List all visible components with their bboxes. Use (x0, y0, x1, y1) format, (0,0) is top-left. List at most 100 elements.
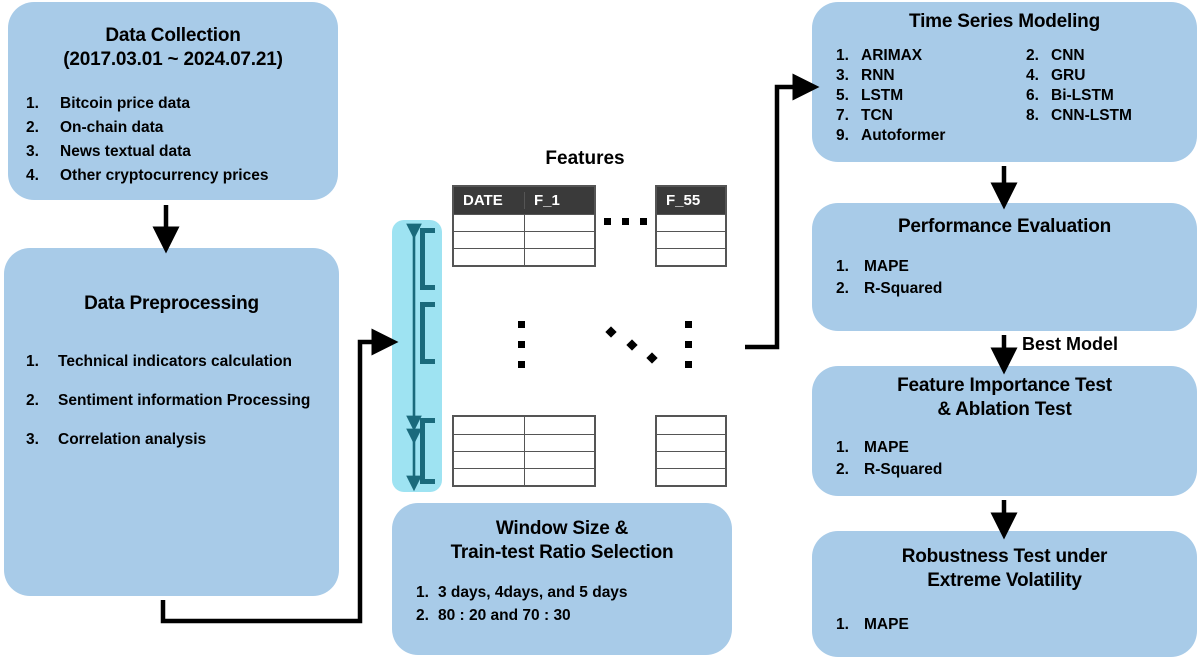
time-series-modeling-grid: 1.ARIMAX 2.CNN 3.RNN 4.GRU 5.LSTM 6.Bi-L… (836, 46, 1197, 146)
list-item-label: News textual data (60, 143, 191, 160)
data-preprocessing-title-line1: Data Preprocessing (84, 293, 259, 314)
list-item: 3.Correlation analysis (26, 430, 339, 449)
list-item-label: RNN (861, 67, 895, 84)
list-item-number: 1. (26, 353, 39, 370)
vertical-ellipsis-dot (518, 321, 525, 328)
feature-importance-title: Feature Importance Test & Ablation Test (812, 366, 1197, 422)
table-cell (454, 469, 524, 485)
features-table-header-row: DATE F_1 (454, 187, 594, 214)
window-size-box: Window Size & Train-test Ratio Selection… (392, 503, 732, 655)
table-cell (524, 417, 594, 434)
table-row (454, 468, 594, 485)
list-item: 1. Technical indicators calculation (26, 352, 339, 371)
list-item-label: Autoformer (861, 127, 946, 144)
list-item-label: ARIMAX (861, 47, 923, 64)
table-row (657, 231, 725, 248)
list-item-label: Other cryptocurrency prices (60, 167, 269, 184)
list-item-number: 4. (26, 167, 39, 184)
table-row (454, 451, 594, 468)
features-table-top: DATE F_1 (452, 185, 596, 267)
column-header-date: DATE (463, 192, 503, 209)
performance-evaluation-box: Performance Evaluation 1.MAPE 2.R-Square… (812, 203, 1197, 331)
table-cell (524, 469, 594, 485)
list-item-label: MAPE (864, 616, 909, 633)
table-cell (524, 452, 594, 468)
data-collection-box: Data Collection (2017.03.01 ~ 2024.07.21… (8, 2, 338, 200)
list-item-number: 1. (836, 258, 849, 275)
table-row (454, 214, 594, 231)
list-item-label: 80 : 20 and 70 : 30 (438, 607, 571, 624)
list-item-number: 1. (26, 95, 39, 112)
data-preprocessing-list: 1.Technical indicators calculation 2.Sen… (26, 352, 339, 449)
list-item: 9.Autoformer (836, 126, 1026, 146)
list-item: 1. Bitcoin price data (26, 94, 338, 113)
list-item-number: 1. (416, 584, 429, 601)
table-row (454, 434, 594, 451)
table-cell (657, 452, 725, 468)
table-cell (454, 435, 524, 451)
column-header-f55: F_55 (666, 192, 701, 209)
list-item: 4.GRU (1026, 66, 1197, 86)
list-item-number: 2. (26, 119, 39, 136)
window-size-title-line2: Train-test Ratio Selection (450, 542, 674, 563)
list-item-number: 4. (1026, 67, 1039, 84)
table-cell (657, 435, 725, 451)
features-table-bottom (452, 415, 596, 487)
horizontal-ellipsis-dot (640, 218, 647, 225)
list-item: 3. RNN (836, 66, 1026, 86)
list-item: 3. News textual data (26, 142, 338, 161)
horizontal-ellipsis-dot (604, 218, 611, 225)
table-cell (454, 249, 524, 265)
list-item-number: 3. (26, 143, 39, 160)
list-item: 2.On-chain data (26, 118, 338, 137)
list-item-number: 8. (1026, 107, 1039, 124)
table-row (657, 468, 725, 485)
robustness-test-title-line2: Extreme Volatility (927, 570, 1082, 591)
features-table-header-row: F_55 (657, 187, 725, 214)
table-cell (524, 232, 594, 248)
list-item: 1.MAPE (836, 615, 1197, 634)
list-item-empty (1026, 126, 1197, 146)
data-collection-title-line2: (2017.03.01 ~ 2024.07.21) (63, 49, 283, 70)
window-bracket-3 (420, 418, 435, 484)
table-cell (524, 215, 594, 231)
list-item-label: MAPE (864, 258, 909, 275)
table-row (454, 417, 594, 434)
list-item: 4. Other cryptocurrency prices (26, 166, 338, 185)
table-row (657, 451, 725, 468)
feature-importance-box: Feature Importance Test & Ablation Test … (812, 366, 1197, 496)
list-item: 7.TCN (836, 106, 1026, 126)
list-item-label: Bi-LSTM (1051, 87, 1114, 104)
list-item-number: 3. (26, 431, 39, 448)
table-cell (454, 215, 524, 231)
list-item-label: Technical indicators calculation (58, 353, 292, 370)
list-item-number: 3. (836, 67, 849, 84)
list-item-label: MAPE (864, 439, 909, 456)
feature-importance-title-line2: & Ablation Test (937, 399, 1072, 420)
features-table-f55-top: F_55 (655, 185, 727, 267)
list-item: 1.ARIMAX (836, 46, 1026, 66)
table-cell (524, 249, 594, 265)
table-cell (657, 232, 725, 248)
list-item: 1. MAPE (836, 257, 1197, 276)
table-row (657, 214, 725, 231)
list-item: 2.CNN (1026, 46, 1197, 66)
table-cell (454, 232, 524, 248)
list-item-number: 6. (1026, 87, 1039, 104)
list-item-label: TCN (861, 107, 893, 124)
table-cell (657, 215, 725, 231)
table-row (657, 417, 725, 434)
list-item-label: R-Squared (864, 461, 943, 478)
list-item-label: Bitcoin price data (60, 95, 191, 112)
arrow-features-to-modeling (745, 73, 820, 350)
table-cell (657, 417, 725, 434)
robustness-test-box: Robustness Test under Extreme Volatility… (812, 531, 1197, 657)
vertical-ellipsis-dot (685, 341, 692, 348)
list-item-number: 2. (416, 607, 429, 624)
list-item-label: R-Squared (864, 280, 943, 297)
diagonal-ellipsis-dot (605, 326, 617, 338)
time-series-modeling-box: Time Series Modeling 1.ARIMAX 2.CNN 3.RN… (812, 2, 1197, 162)
feature-importance-title-line1: Feature Importance Test (897, 375, 1112, 396)
performance-evaluation-list: 1.MAPE 2.R-Squared (836, 257, 1197, 298)
